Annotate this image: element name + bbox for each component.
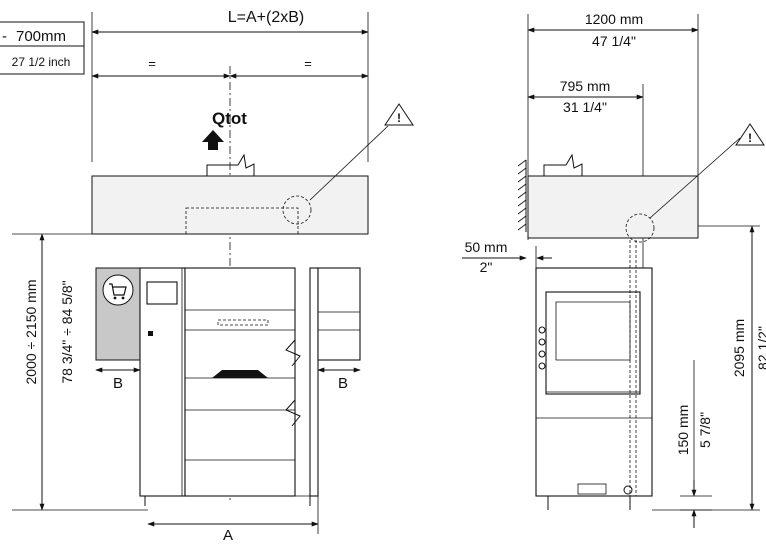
left-side-module xyxy=(95,267,141,361)
hood-width-inch: 47 1/4" xyxy=(592,33,636,49)
knob-1 xyxy=(538,326,546,334)
side-detail-circle xyxy=(625,213,655,243)
total-length-label: L=A+(2xB) xyxy=(228,9,304,26)
equal-left-label: = xyxy=(148,56,156,71)
side-duct-outlet xyxy=(543,153,583,176)
height-inch-label: 78 3/4" ÷ 84 5/8" xyxy=(59,280,75,383)
wall-hatch xyxy=(517,159,527,232)
knob-4 xyxy=(538,362,546,370)
wall-gap-inch: 2" xyxy=(480,259,493,275)
knob-3 xyxy=(538,350,546,358)
offset-inch: 31 1/4" xyxy=(563,99,607,115)
offset-dimension: 795 mm 31 1/4" xyxy=(527,78,644,496)
total-length-dimension: L=A+(2xB) = = xyxy=(91,9,369,162)
hood-depth-dash: - xyxy=(2,28,7,45)
warning-triangle-icon xyxy=(384,103,414,126)
height-mm-label: 2000 ÷ 2150 mm xyxy=(23,280,39,385)
foot-mm: 150 mm xyxy=(675,405,691,456)
side-machine xyxy=(535,240,653,510)
hood-width-mm: 1200 mm xyxy=(585,11,643,27)
front-machine xyxy=(139,267,319,506)
detail-circle xyxy=(282,195,312,225)
hood-depth-mm: 700mm xyxy=(16,28,66,45)
indicator-light xyxy=(148,331,153,336)
front-warning-callout: ! xyxy=(309,103,414,201)
foot-height-dimension: 150 mm 5 7/8" xyxy=(675,360,713,528)
hood-depth-box: 700mm 27 1/2 inch - xyxy=(0,21,85,75)
warning-symbol: ! xyxy=(397,111,401,125)
equal-right-label: = xyxy=(304,56,312,71)
hood-width-dimension: 1200 mm 47 1/4" xyxy=(527,11,699,240)
knob-2 xyxy=(538,338,546,346)
right-side-module xyxy=(317,267,361,361)
airflow-indicator: Qtot xyxy=(202,109,255,176)
height-dimension: 2000 ÷ 2150 mm 78 3/4" ÷ 84 5/8" xyxy=(12,233,148,511)
duct-outlet xyxy=(206,153,255,176)
side-view: 1200 mm 47 1/4" 795 mm 31 1/4" ! xyxy=(462,11,766,528)
front-view: 700mm 27 1/2 inch - L=A+(2xB) = = Qtot xyxy=(0,9,414,544)
side-height-dimension: 2095 mm 82 1/2" xyxy=(652,225,766,511)
airflow-label: Qtot xyxy=(212,109,247,128)
wall-gap-dimension: 50 mm 2" xyxy=(462,239,552,275)
side-height-inch: 82 1/2" xyxy=(755,326,766,370)
break-line-upper xyxy=(285,339,301,367)
side-warning-symbol: ! xyxy=(748,131,752,145)
side-left-label: B xyxy=(113,375,123,392)
side-warning-triangle-icon xyxy=(735,123,765,146)
wall-gap-mm: 50 mm xyxy=(465,239,508,255)
hood-depth-inch: 27 1/2 inch xyxy=(12,55,71,69)
side-right-label: B xyxy=(338,375,348,392)
hood-inner-contour xyxy=(185,207,299,235)
side-height-mm: 2095 mm xyxy=(731,319,747,377)
offset-mm: 795 mm xyxy=(560,78,611,94)
side-hood-body xyxy=(527,175,699,239)
cart-icon xyxy=(109,283,127,296)
side-width-dimensions: B B xyxy=(95,367,361,392)
machine-length-dimension: A xyxy=(147,496,319,544)
foot-inch: 5 7/8" xyxy=(697,412,713,448)
airflow-arrow-icon xyxy=(202,130,224,150)
wash-arm xyxy=(212,370,268,378)
side-warning-callout: ! xyxy=(649,123,765,219)
machine-length-label: A xyxy=(223,527,233,544)
break-line-lower xyxy=(285,399,301,427)
